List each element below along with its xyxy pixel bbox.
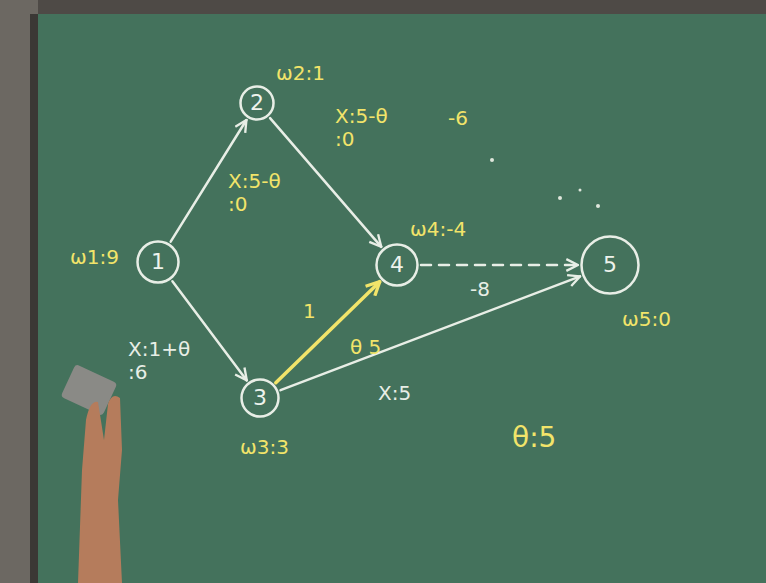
flow-arc (172, 281, 246, 380)
potential-label: -6 (448, 107, 468, 130)
flow-arc (421, 264, 578, 267)
potential-label: ω4:-4 (410, 218, 466, 241)
chalk-dot (579, 189, 582, 192)
flow-label: -8 (470, 278, 490, 301)
chalk-dot (490, 158, 494, 162)
network-node: 3 (240, 378, 280, 418)
potential-label: θ:5 (512, 422, 556, 454)
frame-edge (30, 14, 38, 583)
network-node: 1 (136, 240, 180, 284)
hand (78, 396, 122, 583)
node-number: 2 (250, 92, 264, 114)
potential-label: θ 5 (350, 336, 381, 359)
node-outline (377, 245, 418, 286)
flow-arc (276, 282, 380, 383)
potential-label: ω2:1 (276, 62, 325, 85)
flow-label: X:5-θ :0 (335, 105, 405, 151)
node-outline (242, 380, 279, 417)
flow-label: X:1+θ :6 (128, 338, 198, 384)
flow-label: X:5 (378, 382, 411, 405)
flow-arc (281, 276, 581, 390)
node-number: 5 (603, 254, 617, 276)
node-outline (138, 242, 179, 283)
network-node: 4 (375, 243, 419, 287)
node-number: 1 (151, 251, 165, 273)
node-number: 3 (253, 387, 267, 409)
chalk-dot (596, 204, 600, 208)
node-outline (582, 237, 639, 294)
network-node: 2 (239, 85, 275, 121)
flow-arc (270, 118, 381, 247)
flow-label: 1 (303, 300, 316, 323)
network-node: 5 (580, 235, 640, 295)
frame-left (0, 0, 38, 583)
potential-label: ω1:9 (70, 246, 119, 269)
node-number: 4 (390, 254, 404, 276)
chalk-dot (558, 196, 562, 200)
potential-label: ω5:0 (622, 308, 671, 331)
node-outline (241, 87, 274, 120)
potential-label: ω3:3 (240, 436, 289, 459)
flow-label: X:5-θ :0 (228, 170, 292, 216)
frame-top (0, 0, 766, 14)
